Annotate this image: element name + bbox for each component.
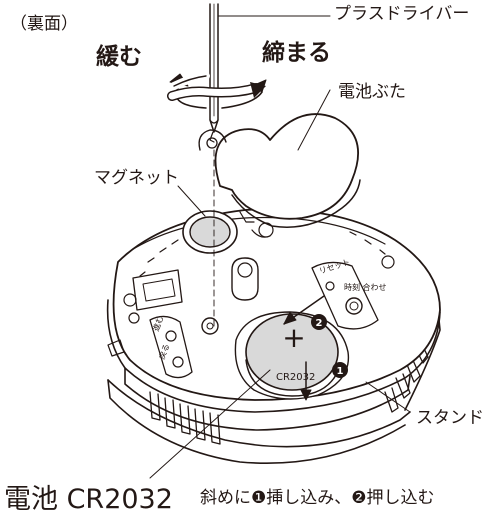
battery-cover	[198, 113, 361, 238]
battery-print: CR2032	[276, 372, 315, 383]
screwdriver	[209, 3, 219, 143]
battery-plus: +	[282, 321, 305, 354]
rotation-arrow	[167, 72, 267, 109]
screwdriver-label: プラスドライバー	[334, 4, 470, 24]
back-side-label: （裏面）	[10, 14, 78, 34]
step-1-number: 1	[337, 366, 344, 377]
step-2-marker	[311, 314, 327, 330]
battery-name-label: 電池 CR2032	[4, 484, 173, 515]
magnet	[182, 210, 238, 254]
insertion-arrows	[283, 295, 325, 401]
tighten-label: 締まる	[262, 40, 331, 66]
loosen-label: 緩む	[96, 44, 142, 70]
stand-label: スタンド	[416, 408, 484, 428]
battery-cover-label: 電池ぶた	[338, 82, 406, 102]
step-2-number: 2	[316, 318, 323, 329]
time-set-label: 時刻 合わせ	[344, 282, 387, 292]
leader-lines	[149, 15, 411, 479]
reset-panel	[311, 261, 379, 330]
instruction-label: 斜めに❶挿し込み、❷押し込む	[200, 488, 435, 508]
button-panel	[149, 315, 193, 379]
step-1-marker	[332, 362, 348, 378]
magnet-label: マグネット	[94, 168, 179, 188]
